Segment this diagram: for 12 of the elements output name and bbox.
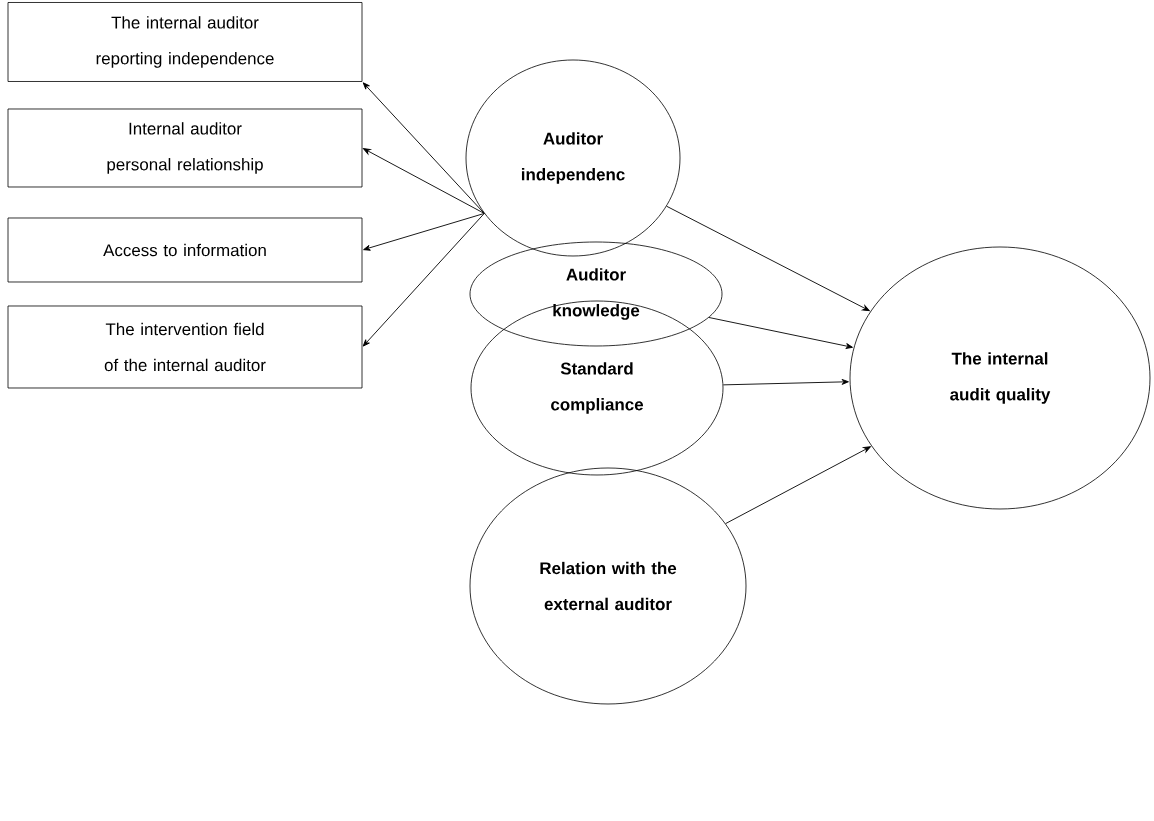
arrow [722, 379, 849, 386]
text-box: Internal auditor personal relationship [7, 108, 363, 188]
arrow [725, 446, 871, 525]
text-box: The intervention field of the internal auditor [7, 305, 363, 389]
text-box: Access to information [7, 217, 363, 283]
arrow [362, 213, 485, 347]
arrow [363, 213, 485, 251]
arrow [362, 82, 485, 214]
arrow [666, 205, 870, 312]
arrow [363, 148, 485, 214]
arrow [708, 317, 853, 349]
text-box: The internal auditor reporting independence [7, 2, 363, 82]
